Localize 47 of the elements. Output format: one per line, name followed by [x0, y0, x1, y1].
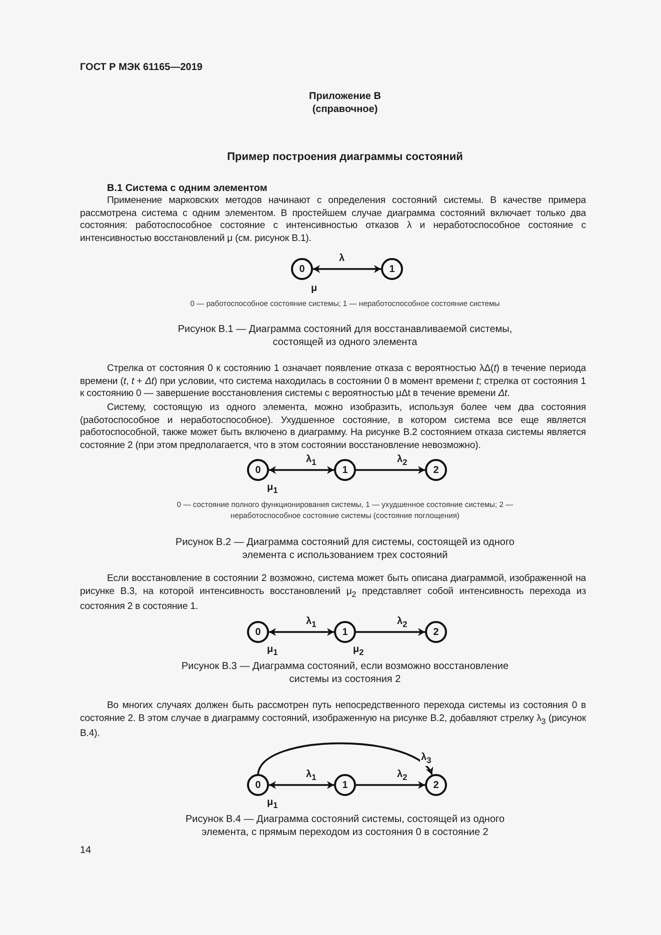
- state-circle: 1: [334, 621, 356, 643]
- state-circle: 0: [247, 774, 269, 796]
- paragraph: Применение марковских методов начинают с определения состояний системы. В качестве примера рассмотрена система с одним элементом. В простейшем случае диаграмма состояний включает только два состояния: работоспособное состояние с интенсивностью отказов λ и неработоспособное состояние с интенсивностью восстановлений μ (см. рисунок В.1).: [80, 195, 586, 246]
- edge-label: λ$_{2}$: [396, 769, 408, 783]
- section-heading: В.1 Система с одним элементом: [107, 183, 268, 196]
- transition-arrow: [257, 742, 433, 776]
- paragraph: Во многих случаях должен быть рассмотрен путь непосредственного перехода системы из состояния 0 в состояние 2. В этом случае в диаграмму состояний, изображенную на рисунке В.2, добавляют стрелку λ$_{3}$ (рисунок В.4).: [80, 700, 586, 741]
- paragraph: Стрелка от состояния 0 к состоянию 1 означает появление отказа с вероятностью λΔ(t) в течение периода времени (t, t + Δt) при условии, что система находилась в состоянии 0 в момент времени t; стрелка от состояния 1 к состоянию 0 — завершение восстановления системы с вероятностью μΔt в течение времени Δt.: [80, 363, 586, 401]
- state-circle: 2: [425, 774, 447, 796]
- rate-label: μ$_{1}$: [266, 797, 279, 811]
- appendix-heading: (справочное): [311, 104, 379, 117]
- figure-caption: Рисунок В.2 — Диаграмма состояний для системы, состоящей из одного элемента с использованием трех состояний: [174, 537, 516, 562]
- state-circle: 0: [247, 621, 269, 643]
- transition-arrow: [269, 781, 334, 789]
- page-title: Пример построения диаграммы состояний: [226, 151, 464, 164]
- rate-label: μ$_{1}$: [266, 644, 279, 658]
- page-header: ГОСТ Р МЭК 61165—2019: [80, 62, 204, 75]
- rate-label: μ$_{1}$: [266, 482, 279, 496]
- transition-arrow: [356, 781, 425, 789]
- state-circle: 1: [334, 459, 356, 481]
- edge-label: λ$_{2}$: [396, 616, 408, 630]
- transition-arrow: [313, 265, 381, 273]
- edge-label: λ$_{1}$: [305, 454, 318, 468]
- appendix-heading: Приложение В: [308, 91, 382, 104]
- paragraph: Систему, состоящую из одного элемента, можно изобразить, используя более чем два состояния (работоспособное и неработоспособное). Ухудшенное состояние, в котором система все еще является работоспособной, также может быть включено в диаграмму. На рисунке В.2 состоянием отказа системы является состояние 2 (при этом предполагается, что в этом состоянии восстановление невозможно).: [80, 402, 586, 452]
- transition-arrow: [269, 466, 334, 474]
- figure-caption: Рисунок В.4 — Диаграмма состояний системы, состоящей из одного элемента, с прямым переходом из состояния 0 в состояние 2: [184, 814, 506, 840]
- figure-caption: Рисунок В.3 — Диаграмма состояний, если возможно восстановление системы из состояния 2: [180, 661, 510, 686]
- state-circle: 2: [425, 459, 447, 481]
- transition-arrow: [356, 628, 425, 636]
- figure-caption: Рисунок В.1 — Диаграмма состояний для восстанавливаемой системы, состоящей из одного элемента: [176, 324, 514, 350]
- rate-label: μ$_{2}$: [352, 644, 365, 658]
- edge-label: λ$_{2}$: [396, 454, 408, 468]
- transition-arrow: [269, 628, 334, 636]
- transition-arrow: [356, 466, 425, 474]
- rate-label: μ: [310, 283, 318, 294]
- edge-label: λ$_{1}$: [305, 616, 318, 630]
- state-circle: 1: [381, 258, 403, 280]
- edge-label: λ$_{3}$: [420, 752, 432, 766]
- state-circle: 1: [334, 774, 356, 796]
- state-circle: 0: [247, 459, 269, 481]
- page-number: 14: [80, 845, 92, 858]
- edge-label: λ: [338, 253, 346, 264]
- paragraph: Если восстановление в состоянии 2 возможно, система может быть описана диаграммой, изображенной на рисунке В.3, на которой интенсивность восстановлений μ$_{2}$ представляет собой интенсивность перехода из состояния 2 в состояние 1.: [80, 573, 586, 614]
- edge-label: λ$_{1}$: [305, 769, 318, 783]
- state-circle: 0: [291, 258, 313, 280]
- state-circle: 2: [425, 621, 447, 643]
